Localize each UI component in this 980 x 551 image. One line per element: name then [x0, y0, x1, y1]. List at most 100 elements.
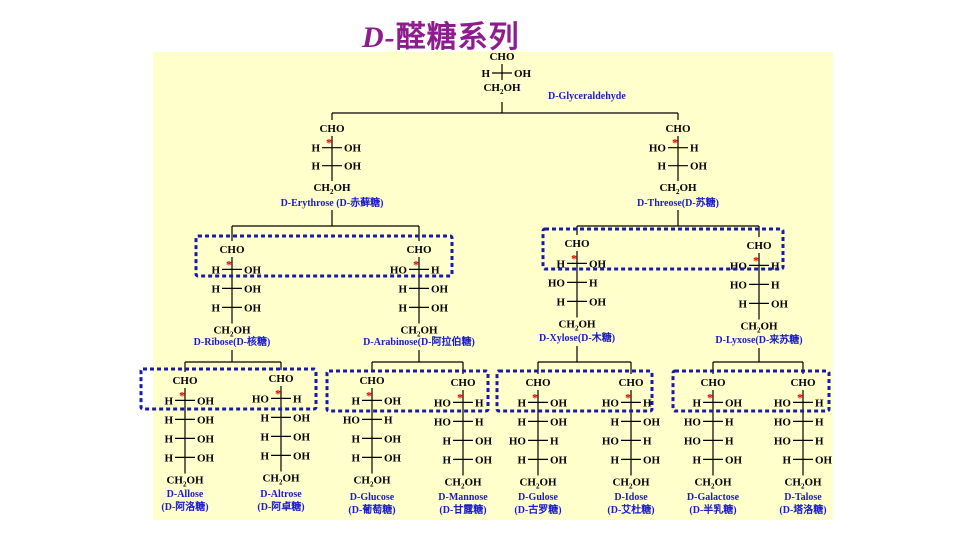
- glucose-name: D-Glucose: [350, 492, 395, 503]
- mannose-cho-label: CHO: [450, 377, 476, 389]
- new-stereocenter-box-ribose-arabinose: [194, 234, 454, 278]
- talose-right-substituent: H: [815, 416, 824, 428]
- idose-ch2oh-label: CH2OH: [612, 477, 650, 491]
- threose-left-substituent: HO: [649, 143, 667, 155]
- glyceraldehyde-cho-label: CHO: [489, 51, 515, 63]
- mannose-right-substituent: OH: [475, 435, 493, 447]
- galactose-name: D-Galactose: [687, 492, 740, 503]
- lyxose-left-substituent: HO: [730, 260, 748, 272]
- gulose-left-substituent: H: [517, 454, 526, 466]
- erythrose-cho-label: CHO: [319, 123, 345, 135]
- xylose-left-substituent: H: [556, 296, 565, 308]
- altrose-name-cn: (D-阿卓糖): [257, 500, 304, 513]
- allose-name-cn: (D-阿洛糖): [161, 500, 208, 513]
- gulose-right-substituent: OH: [550, 416, 568, 428]
- talose-left-substituent: HO: [774, 435, 792, 447]
- allose-ch2oh-label: CH2OH: [166, 475, 204, 489]
- glucose-right-substituent: OH: [384, 395, 402, 407]
- allose-right-substituent: OH: [197, 452, 215, 464]
- gulose-name-cn: (D-古罗糖): [514, 503, 561, 516]
- mannose-left-substituent: H: [442, 435, 451, 447]
- arabinose-cho-label: CHO: [406, 244, 432, 256]
- talose-right-substituent: H: [815, 397, 824, 409]
- gulose-ch2oh-label: CH2OH: [519, 477, 557, 491]
- xylose-right-substituent: OH: [589, 258, 607, 270]
- xylose-left-substituent: H: [556, 258, 565, 270]
- erythrose-chiral-star: *: [326, 136, 332, 150]
- idose-right-substituent: H: [643, 397, 652, 409]
- altrose-right-substituent: OH: [293, 431, 311, 443]
- galactose-left-substituent: HO: [684, 435, 702, 447]
- mannose-name-cn: (D-甘露糖): [439, 503, 486, 516]
- mannose-right-substituent: H: [475, 416, 484, 428]
- altrose-left-substituent: H: [260, 412, 269, 424]
- mannose-left-substituent: HO: [434, 416, 452, 428]
- glucose-right-substituent: H: [384, 414, 393, 426]
- galactose-right-substituent: OH: [725, 397, 743, 409]
- altrose-right-substituent: OH: [293, 450, 311, 462]
- arabinose-left-substituent: H: [398, 283, 407, 295]
- mannose-left-substituent: HO: [434, 397, 452, 409]
- allose-chiral-star: *: [179, 388, 185, 402]
- allose-left-substituent: H: [164, 433, 173, 445]
- mannose-ch2oh-label: CH2OH: [444, 477, 482, 491]
- galactose-left-substituent: H: [692, 397, 701, 409]
- new-stereocenter-box-gulose-idose: [495, 369, 654, 413]
- arabinose-ch2oh-label: CH2OH: [400, 325, 438, 339]
- allose-left-substituent: H: [164, 395, 173, 407]
- xylose-left-substituent: HO: [548, 277, 566, 289]
- lyxose-name: D-Lyxose(D-来苏糖): [715, 333, 802, 346]
- altrose-name: D-Altrose: [260, 489, 302, 500]
- allose-cho-label: CHO: [172, 375, 198, 387]
- glucose-right-substituent: OH: [384, 452, 402, 464]
- threose-chiral-star: *: [672, 136, 678, 150]
- glucose-ch2oh-label: CH2OH: [353, 475, 391, 489]
- erythrose-name: D-Erythrose (D-赤藓糖): [281, 196, 384, 209]
- glucose-left-substituent: HO: [343, 414, 361, 426]
- xylose-cho-label: CHO: [564, 238, 590, 250]
- arabinose-chiral-star: *: [413, 257, 419, 271]
- ribose-ch2oh-label: CH2OH: [213, 325, 251, 339]
- idose-left-substituent: HO: [602, 397, 620, 409]
- mannose-chiral-star: *: [457, 390, 463, 404]
- allose-name: D-Allose: [167, 489, 204, 500]
- talose-left-substituent: H: [782, 454, 791, 466]
- glucose-cho-label: CHO: [359, 375, 385, 387]
- glucose-left-substituent: H: [351, 395, 360, 407]
- allose-right-substituent: OH: [197, 433, 215, 445]
- threose-cho-label: CHO: [665, 123, 691, 135]
- talose-cho-label: CHO: [790, 377, 816, 389]
- new-stereocenter-box-allose-altrose: [139, 367, 318, 411]
- lyxose-ch2oh-label: CH2OH: [740, 321, 778, 335]
- galactose-name-cn: (D-半乳糖): [689, 503, 736, 516]
- arabinose-right-substituent: OH: [431, 302, 449, 314]
- idose-right-substituent: OH: [643, 454, 661, 466]
- gulose-right-substituent: OH: [550, 454, 568, 466]
- galactose-chiral-star: *: [707, 390, 713, 404]
- idose-left-substituent: H: [610, 454, 619, 466]
- gulose-chiral-star: *: [532, 390, 538, 404]
- idose-right-substituent: OH: [643, 416, 661, 428]
- galactose-right-substituent: H: [725, 435, 734, 447]
- idose-left-substituent: H: [610, 416, 619, 428]
- ribose-left-substituent: H: [211, 264, 220, 276]
- altrose-right-substituent: OH: [293, 412, 311, 424]
- erythrose-left-substituent: H: [311, 161, 320, 173]
- glucose-right-substituent: OH: [384, 433, 402, 445]
- galactose-left-substituent: H: [692, 454, 701, 466]
- lyxose-chiral-star: *: [753, 253, 759, 267]
- mannose-left-substituent: H: [442, 454, 451, 466]
- ribose-left-substituent: H: [211, 302, 220, 314]
- altrose-cho-label: CHO: [268, 373, 294, 385]
- xylose-ch2oh-label: CH2OH: [558, 319, 596, 333]
- xylose-right-substituent: H: [589, 277, 598, 289]
- talose-right-substituent: OH: [815, 454, 833, 466]
- ribose-left-substituent: H: [211, 283, 220, 295]
- glyceraldehyde-name: D-Glyceraldehyde: [548, 91, 626, 102]
- ribose-chiral-star: *: [226, 257, 232, 271]
- altrose-chiral-star: *: [275, 386, 281, 400]
- new-stereocenter-box-galactose-talose: [671, 369, 831, 413]
- gulose-cho-label: CHO: [525, 377, 551, 389]
- idose-right-substituent: H: [643, 435, 652, 447]
